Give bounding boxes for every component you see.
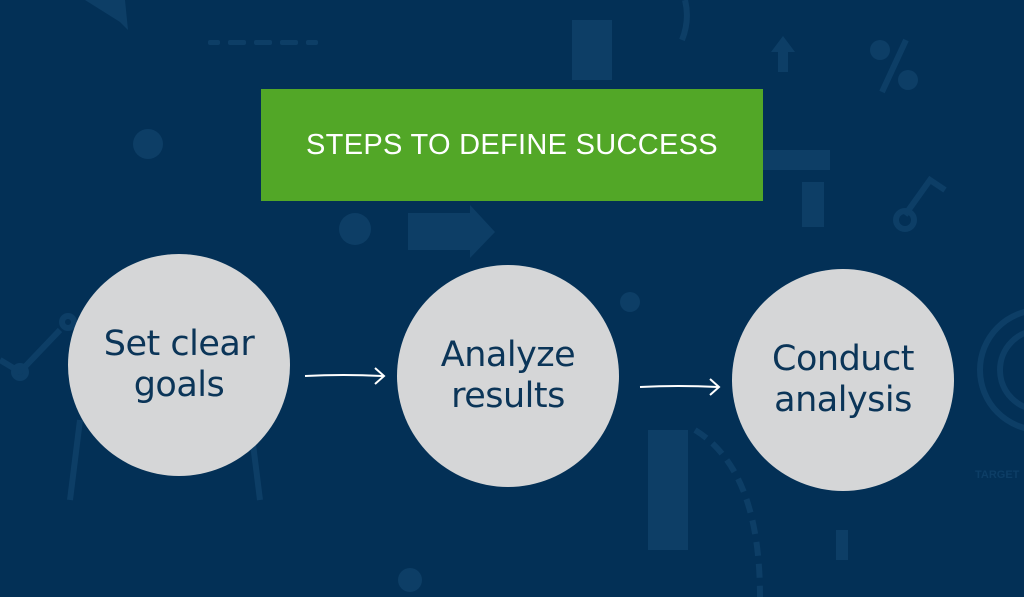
target-label: TARGET [975, 469, 1020, 481]
arrow-right-icon [304, 367, 386, 385]
arc-decoration [693, 427, 763, 597]
arc-decoration-2 [679, 0, 690, 42]
arrow-up-icon-2 [836, 530, 848, 560]
dash-5 [306, 40, 318, 45]
compass-shape [85, 0, 128, 30]
key-line [902, 175, 947, 217]
dash-4 [280, 40, 298, 45]
arrow-right-shape [408, 205, 495, 258]
dash-1 [208, 40, 220, 45]
gear-icon [133, 129, 163, 159]
arrow-right-icon-2 [639, 378, 721, 396]
percent-slash [879, 38, 909, 94]
gear-icon-4 [398, 568, 422, 592]
title-banner: STEPS TO DEFINE SUCCESS [261, 89, 763, 201]
gear-icon-3 [620, 292, 640, 312]
dash-3 [254, 40, 272, 45]
gear-icon-2 [339, 213, 371, 245]
chart-line [0, 327, 63, 376]
dash-2 [228, 40, 246, 45]
title-text: STEPS TO DEFINE SUCCESS [306, 128, 718, 161]
chess-king [648, 430, 688, 550]
grid-icon [802, 182, 824, 227]
arrow-up-icon [778, 50, 788, 72]
target-icon [977, 309, 1024, 431]
chess-piece [572, 20, 612, 80]
percent-icon-dot2 [898, 70, 918, 90]
percent-icon-dot1 [870, 40, 890, 60]
crown-shape [763, 150, 830, 170]
